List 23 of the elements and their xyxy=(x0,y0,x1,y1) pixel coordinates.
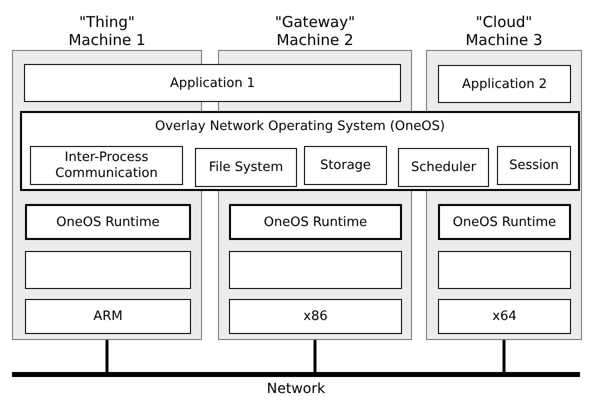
network-label: Network xyxy=(266,381,326,397)
hardware-box: x64 xyxy=(438,299,571,334)
runtime-box: OneOS Runtime xyxy=(229,204,402,240)
component-box: Inter-Process Communication xyxy=(30,146,183,185)
hardware-box: ARM xyxy=(25,299,191,334)
application-box: Application 2 xyxy=(438,65,571,103)
machine-heading: "Cloud" Machine 3 xyxy=(464,13,544,49)
machine-heading: "Thing" Machine 1 xyxy=(67,13,147,49)
connector-line xyxy=(314,340,316,372)
os-box xyxy=(25,251,191,289)
component-box: File System xyxy=(195,148,297,187)
connector-line xyxy=(106,340,108,372)
runtime-box: OneOS Runtime xyxy=(438,204,571,240)
runtime-box: OneOS Runtime xyxy=(25,204,191,240)
component-box: Session xyxy=(497,146,571,185)
connector-line xyxy=(502,340,506,372)
hardware-box: x86 xyxy=(229,299,402,334)
component-box: Storage xyxy=(304,146,387,185)
component-box: Scheduler xyxy=(398,148,489,187)
os-box xyxy=(438,251,571,289)
os-box xyxy=(229,251,402,289)
application-box: Application 1 xyxy=(24,64,401,102)
machine-heading: "Gateway" Machine 2 xyxy=(274,13,356,49)
